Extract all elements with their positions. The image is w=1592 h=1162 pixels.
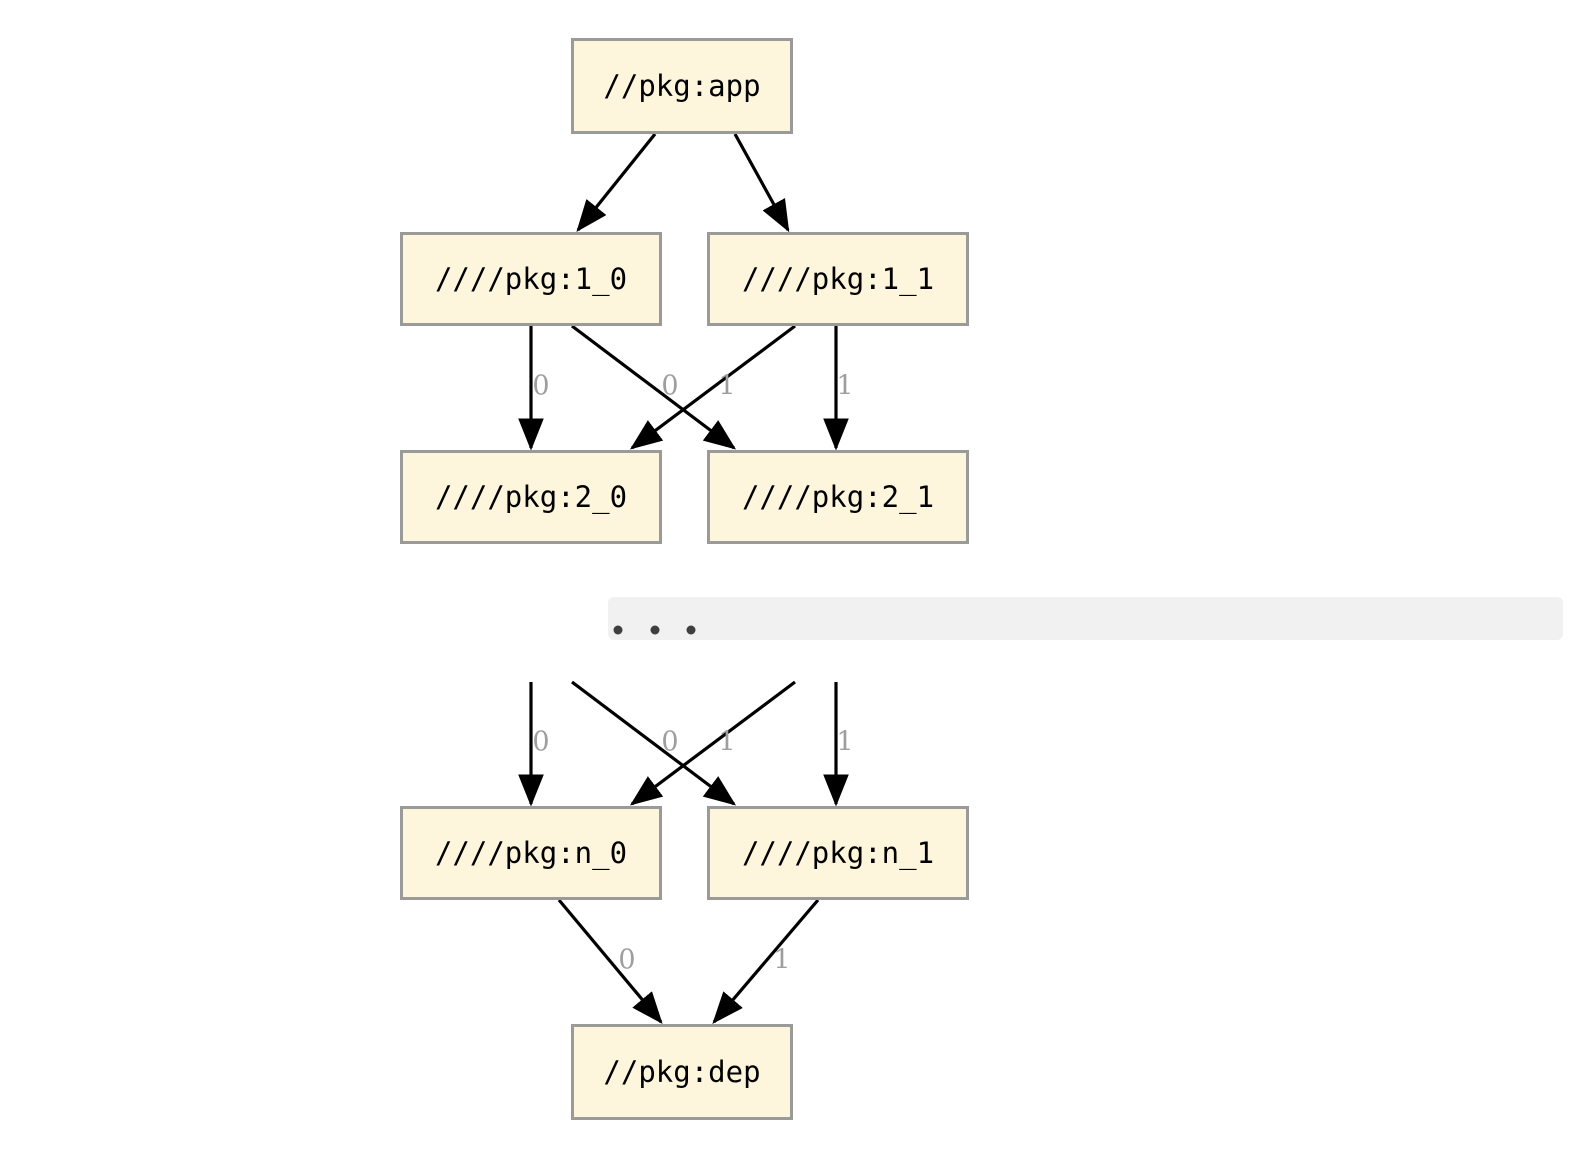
node-app[interactable]: //pkg:app xyxy=(571,38,793,134)
node-label: ////pkg:1_1 xyxy=(741,261,935,296)
node-label: ////pkg:1_0 xyxy=(434,261,628,296)
edge-label-1_1-2_1: 1 xyxy=(836,370,854,402)
node-label: //pkg:app xyxy=(603,68,761,103)
edge-label-y-n_1: 1 xyxy=(836,726,854,758)
ellipsis-dot xyxy=(650,625,660,635)
node-label: ////pkg:2_0 xyxy=(434,479,628,514)
edge-label-n_0-dep: 0 xyxy=(618,944,636,976)
node-2_0[interactable]: ////pkg:2_0 xyxy=(400,450,662,544)
node-n_1[interactable]: ////pkg:n_1 xyxy=(707,806,969,900)
node-dep[interactable]: //pkg:dep xyxy=(571,1024,793,1120)
node-label: //pkg:dep xyxy=(603,1054,761,1089)
edge-label-n_1-dep: 1 xyxy=(773,944,791,976)
edge-label-x-n_1: 0 xyxy=(661,726,679,758)
edge-label-1_0-2_0: 0 xyxy=(532,370,550,402)
edge-app-1_1 xyxy=(733,133,790,233)
edge-y-n_0 xyxy=(629,680,796,806)
edge-1_1-2_0 xyxy=(629,324,796,450)
node-2_1[interactable]: ////pkg:2_1 xyxy=(707,450,969,544)
node-n_0[interactable]: ////pkg:n_0 xyxy=(400,806,662,900)
edge-x-n_1 xyxy=(571,680,737,806)
edge-label-1_1-2_0: 1 xyxy=(718,370,736,402)
edge-n_0-dep xyxy=(557,898,663,1024)
node-label: ////pkg:n_1 xyxy=(741,835,935,870)
ellipsis-dot xyxy=(613,625,623,635)
edge-label-y-n_0: 1 xyxy=(718,726,736,758)
edge-app-1_0 xyxy=(576,132,657,232)
ellipsis-dot xyxy=(686,625,696,635)
edge-label-x-n_0: 0 xyxy=(532,726,550,758)
edge-1_0-2_1 xyxy=(571,324,737,450)
ellipsis-separator-band xyxy=(608,597,1563,640)
node-1_1[interactable]: ////pkg:1_1 xyxy=(707,232,969,326)
node-1_0[interactable]: ////pkg:1_0 xyxy=(400,232,662,326)
edge-label-1_0-2_1: 0 xyxy=(661,370,679,402)
node-label: ////pkg:2_1 xyxy=(741,479,935,514)
node-label: ////pkg:n_0 xyxy=(434,835,628,870)
edge-n_1-dep xyxy=(712,898,820,1024)
